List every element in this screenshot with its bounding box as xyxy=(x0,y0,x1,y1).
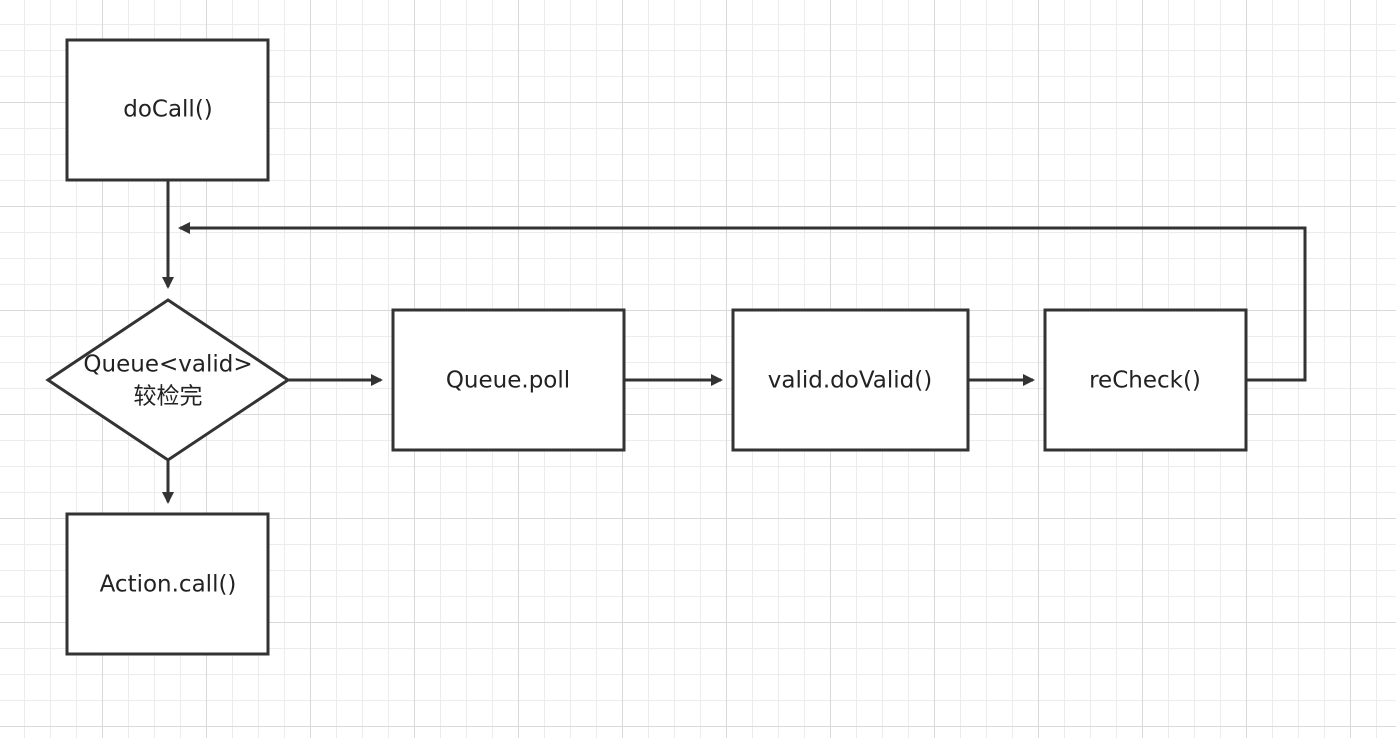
recheck-box xyxy=(1043,308,1248,452)
docall-label: doCall() xyxy=(123,97,213,123)
poll-box xyxy=(391,308,626,452)
check-label-line2: 较检完 xyxy=(134,384,203,410)
node-dovalid: valid.doValid() xyxy=(731,308,970,452)
dovalid-box xyxy=(731,308,970,452)
node-docall: doCall() xyxy=(65,38,270,182)
edges xyxy=(162,180,1307,504)
node-poll: Queue.poll xyxy=(391,308,626,452)
dovalid-label: valid.doValid() xyxy=(768,368,932,394)
edge-recheck-loop-back xyxy=(178,222,1307,382)
recheck-label: reCheck() xyxy=(1089,368,1201,394)
node-action: Action.call() xyxy=(65,512,270,656)
action-box xyxy=(65,512,270,656)
check-diamond xyxy=(45,298,291,462)
docall-box xyxy=(65,38,270,182)
check-label-line1: Queue<valid> xyxy=(83,352,252,378)
node-recheck: reCheck() xyxy=(1043,308,1248,452)
poll-label: Queue.poll xyxy=(446,368,570,394)
node-check: Queue<valid> 较检完 xyxy=(45,298,291,462)
action-label: Action.call() xyxy=(100,572,237,598)
